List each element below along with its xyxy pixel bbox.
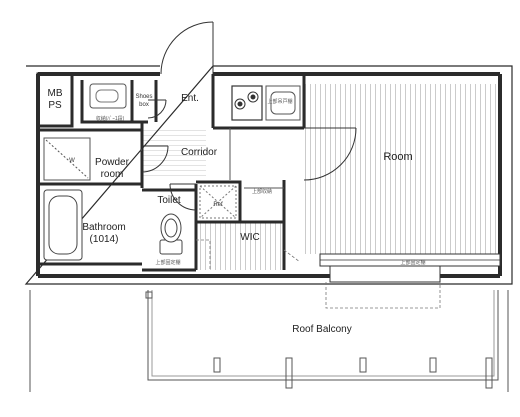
- bathroom-label-line2: (1014): [90, 234, 119, 245]
- storage-note-1: 収納(ﾊﾞｰ1段): [96, 115, 125, 122]
- wic-label: WIC: [240, 232, 259, 243]
- corridor-label: Corridor: [181, 147, 218, 158]
- room-label: Room: [383, 151, 412, 163]
- stove: [231, 85, 263, 121]
- dashed-lines: [196, 239, 441, 309]
- toilet-bowl: [159, 213, 183, 255]
- shoes-box-label-line2: box: [139, 102, 149, 108]
- wic-floor: [196, 222, 284, 270]
- roof-balcony-outline: [29, 290, 509, 392]
- washer-pan: [43, 137, 91, 181]
- washer-label: W: [69, 158, 75, 164]
- ref-space: [199, 185, 237, 219]
- powder-room-label-line1: Powder: [95, 157, 130, 168]
- window-sash: [319, 253, 501, 283]
- shoes-box-label-line1: Shoes: [135, 94, 152, 100]
- bathroom-label-line1: Bathroom: [82, 222, 125, 233]
- powder-room-label-line2: room: [101, 169, 124, 180]
- storage-note-2: 上部吊戸棚: [267, 98, 292, 105]
- kitchen-sink: [265, 85, 301, 121]
- mbps-label-line1: MB: [48, 88, 63, 99]
- doors: [141, 21, 357, 211]
- storage-note-5: 上部固定棚: [400, 259, 425, 266]
- interior-walls: [40, 74, 306, 272]
- mbps-label-line2: PS: [48, 100, 62, 111]
- bathtub: [43, 189, 83, 261]
- thin-partitions: [140, 128, 284, 189]
- sink-bowl: [95, 89, 119, 103]
- entrance-label: Ent.: [181, 93, 199, 104]
- room-floor: [304, 84, 500, 254]
- roof-balcony-label: Roof Balcony: [292, 324, 351, 335]
- storage-note-3: 上部収納: [252, 188, 272, 195]
- toilet-label: Toilet: [157, 195, 181, 206]
- ref-label: Ref: [213, 202, 223, 208]
- storage-note-4: 上部固定棚: [155, 259, 180, 266]
